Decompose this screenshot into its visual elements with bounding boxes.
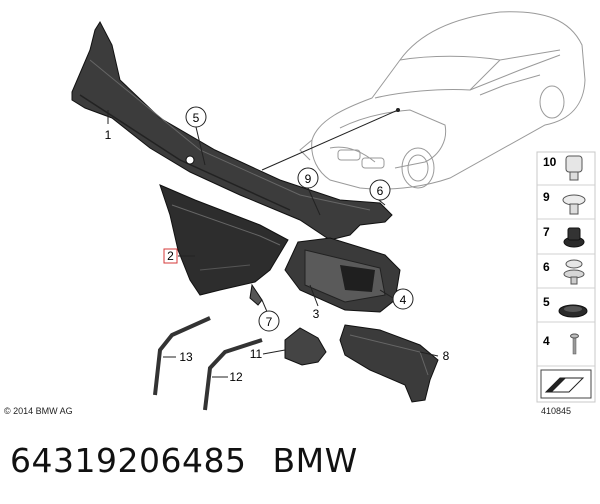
part-7-clip bbox=[249, 283, 263, 306]
legend-column: 10 9 7 6 5 4 bbox=[536, 151, 596, 403]
callout-8: 8 bbox=[443, 349, 450, 363]
callout-6: 6 bbox=[369, 179, 391, 201]
copyright-text: © 2014 BMW AG bbox=[4, 406, 73, 416]
legend-label-7: 7 bbox=[543, 225, 550, 239]
legend-label-4: 4 bbox=[543, 334, 550, 348]
callout-3: 3 bbox=[313, 307, 320, 321]
car-outline bbox=[299, 11, 586, 190]
callout-1: 1 bbox=[105, 128, 112, 142]
part-13-seal bbox=[153, 316, 211, 396]
legend-icon-5 bbox=[558, 304, 588, 318]
part-3-cover bbox=[284, 237, 401, 313]
legend-label-5: 5 bbox=[543, 295, 550, 309]
car-pointer-dot bbox=[396, 108, 400, 112]
brand-name: BMW bbox=[272, 441, 358, 480]
legend-label-9: 9 bbox=[543, 190, 550, 204]
svg-text:9: 9 bbox=[305, 172, 312, 186]
car-pointer-line bbox=[261, 109, 399, 171]
legend-arrow-symbol bbox=[540, 369, 592, 399]
callout-12: 12 bbox=[229, 370, 243, 384]
callout-13: 13 bbox=[179, 350, 193, 364]
part-11-bracket bbox=[284, 327, 327, 366]
callout-7: 7 bbox=[258, 310, 280, 332]
svg-text:7: 7 bbox=[266, 315, 273, 329]
legend-icon-9 bbox=[562, 194, 586, 215]
svg-text:6: 6 bbox=[377, 184, 384, 198]
callout-9: 9 bbox=[297, 167, 319, 189]
part-caption: 64319206485 BMW bbox=[10, 441, 358, 480]
part-1-cowl-panel bbox=[71, 20, 393, 241]
part-8-side-piece bbox=[339, 324, 439, 403]
legend-icon-4 bbox=[570, 333, 579, 355]
callout-2: 2 bbox=[163, 248, 178, 264]
legend-label-6: 6 bbox=[543, 260, 550, 274]
svg-text:5: 5 bbox=[193, 111, 200, 125]
legend-icon-7 bbox=[563, 227, 585, 248]
legend-icon-10 bbox=[565, 155, 583, 181]
legend-label-10: 10 bbox=[543, 155, 557, 169]
parts-diagram: 5 9 6 4 7 1 2 3 8 11 12 13 10 9 7 6 5 4 bbox=[71, 11, 596, 411]
callout-5: 5 bbox=[185, 106, 207, 128]
callout-4: 4 bbox=[392, 288, 414, 310]
svg-text:2: 2 bbox=[167, 249, 174, 263]
part-2-deflector bbox=[159, 184, 289, 296]
svg-text:4: 4 bbox=[400, 293, 407, 307]
legend-icon-6 bbox=[563, 259, 585, 285]
callout-11: 11 bbox=[250, 347, 263, 361]
callout-lines bbox=[107, 110, 439, 378]
part-12-seal bbox=[203, 338, 263, 411]
part-number: 64319206485 bbox=[10, 441, 247, 480]
image-number: 410845 bbox=[541, 406, 572, 416]
